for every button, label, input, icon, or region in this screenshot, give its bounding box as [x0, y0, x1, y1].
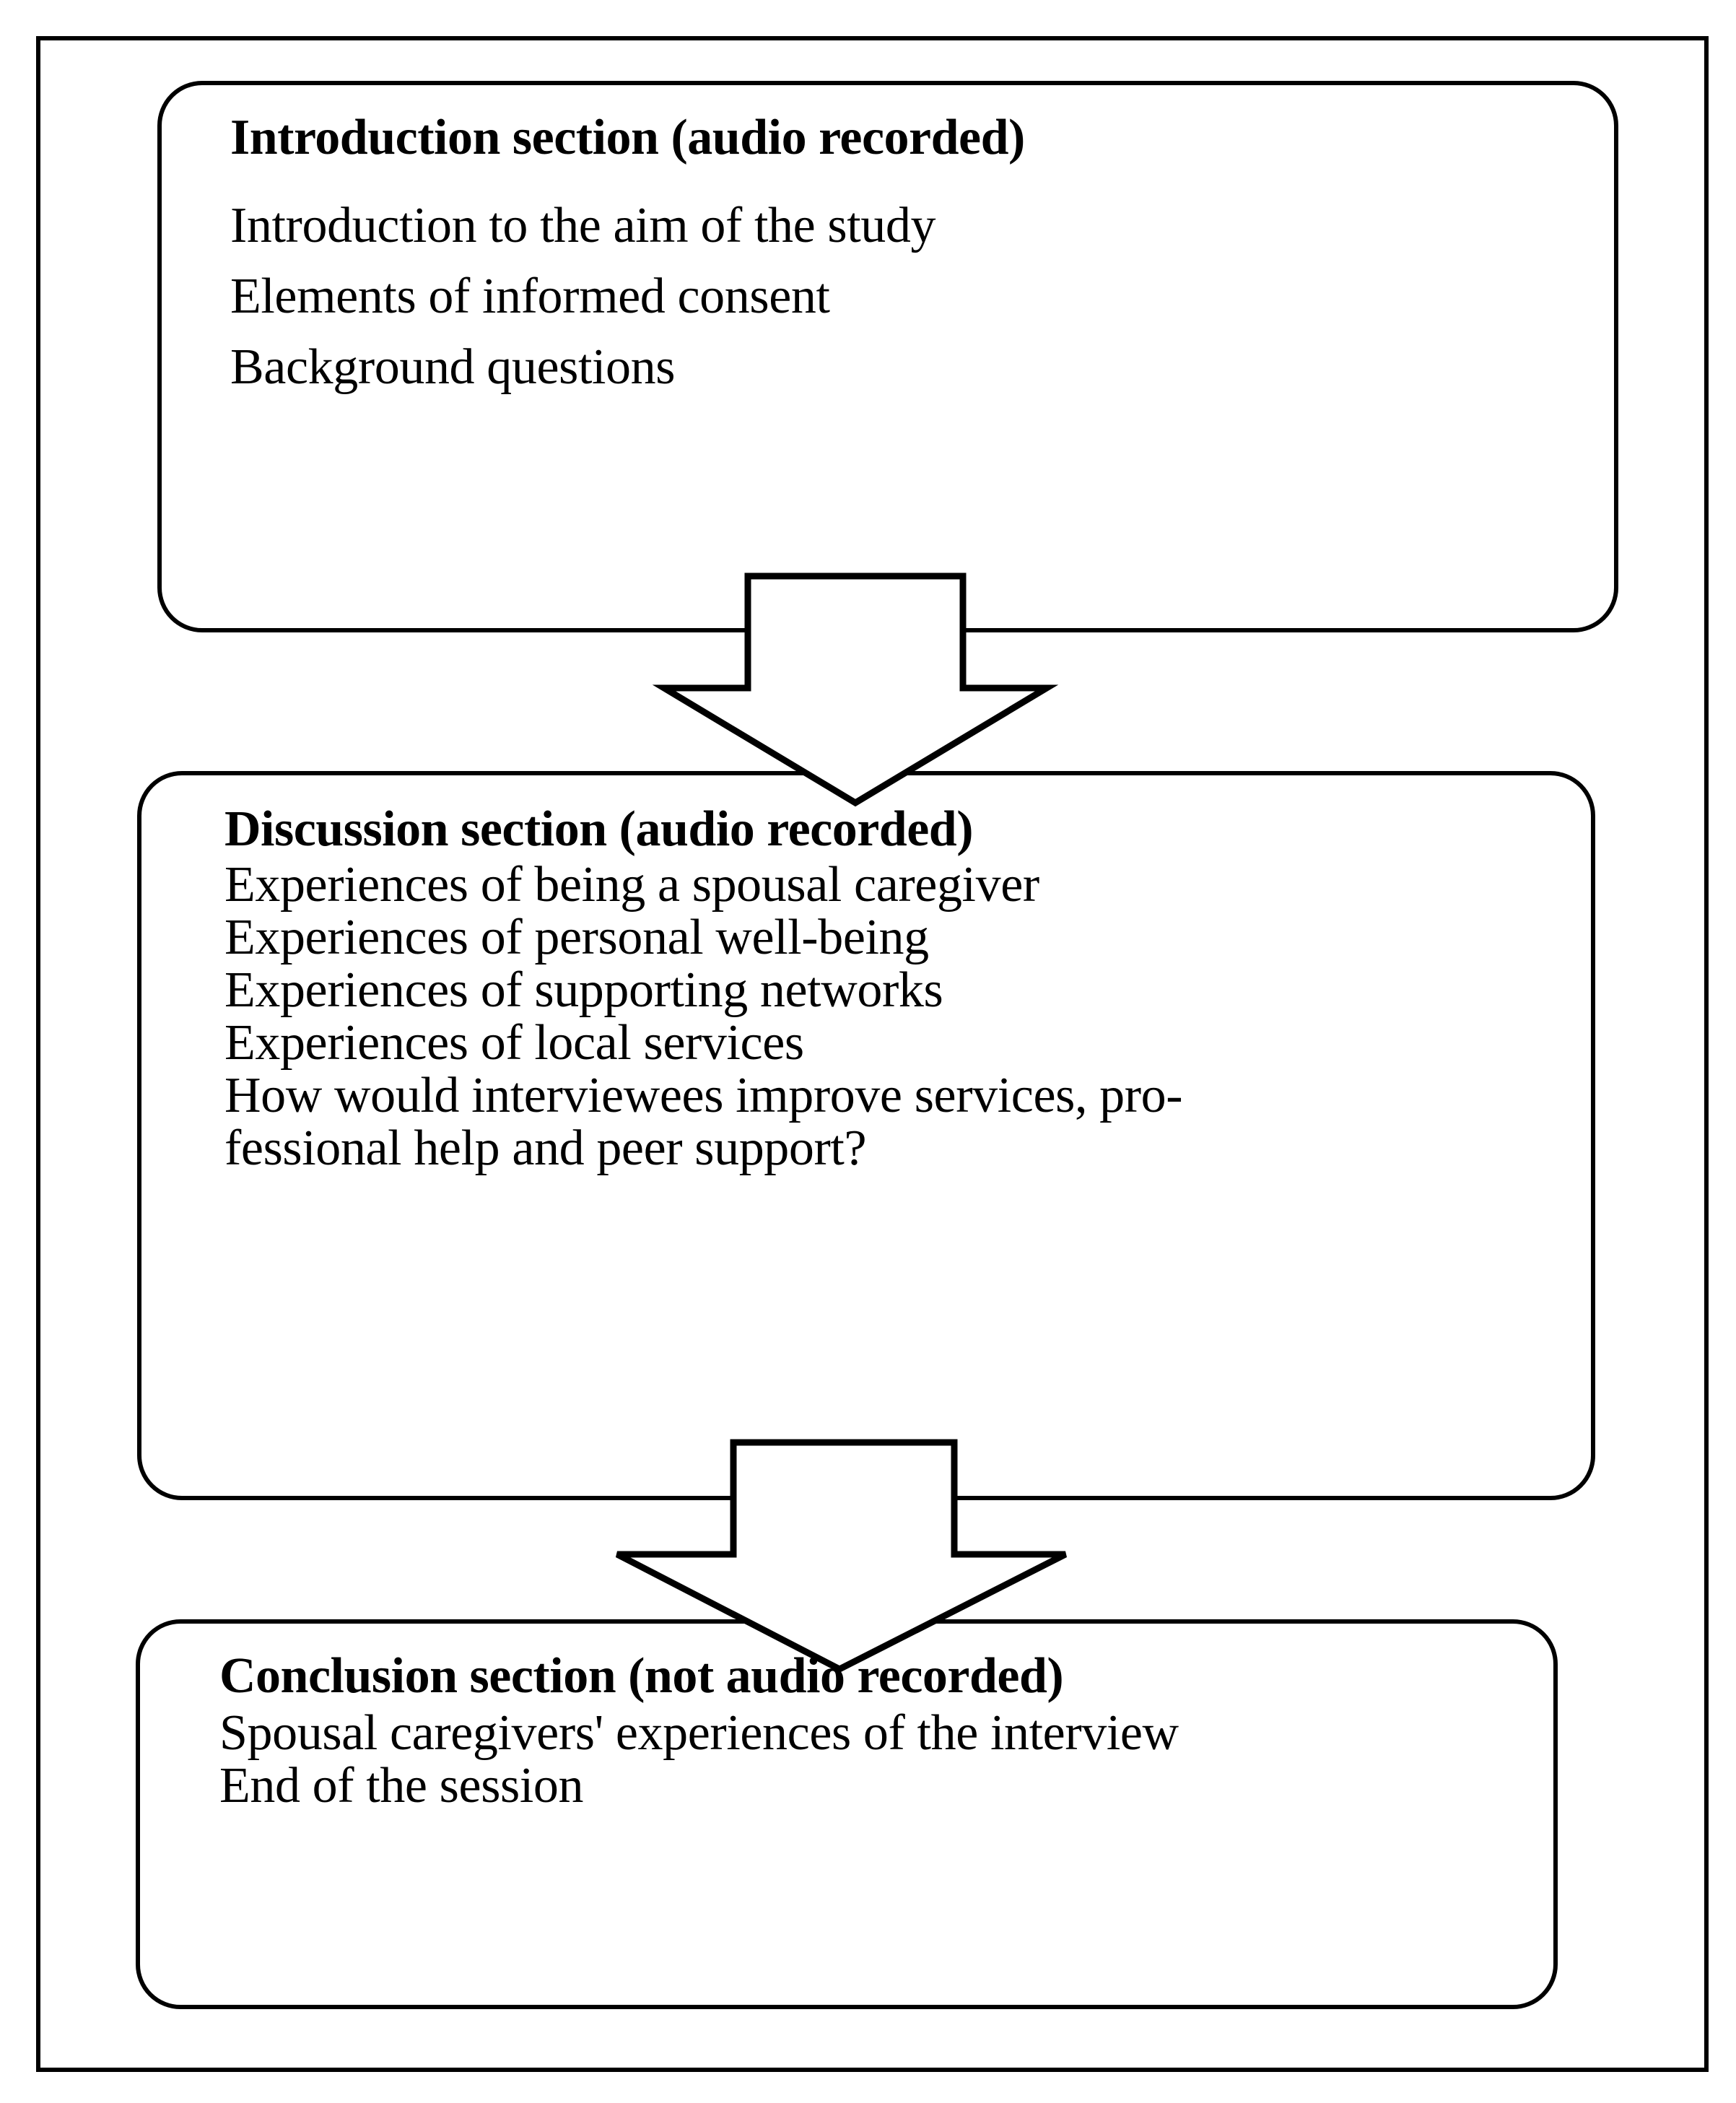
- arrow-down-shape: [652, 572, 1059, 807]
- box-introduction-title: Introduction section (audio recorded): [230, 110, 1025, 165]
- box-conclusion-line-1: Spousal caregivers' experiences of the i…: [219, 1705, 1179, 1761]
- box-conclusion-line-2: End of the session: [219, 1758, 584, 1814]
- box-introduction-line-1: Introduction to the aim of the study: [230, 198, 936, 253]
- box-discussion-line-6: fessional help and peer support?: [224, 1120, 867, 1176]
- box-discussion-title: Discussion section (audio recorded): [224, 801, 974, 857]
- arrow-down-shape: [615, 1439, 1068, 1673]
- figure-outer-border: [36, 36, 1709, 2072]
- box-conclusion-content: Conclusion section (not audio recorded) …: [140, 1624, 1553, 2005]
- box-discussion-line-4: Experiences of local services: [224, 1015, 804, 1071]
- box-discussion-content: Discussion section (audio recorded) Expe…: [141, 775, 1591, 1496]
- box-discussion-line-2: Experiences of personal well-being: [224, 910, 929, 965]
- flow-box-discussion: Discussion section (audio recorded) Expe…: [137, 771, 1595, 1500]
- flow-box-conclusion: Conclusion section (not audio recorded) …: [136, 1619, 1558, 2009]
- box-introduction-line-2: Elements of informed consent: [230, 269, 830, 324]
- box-discussion-line-3: Experiences of supporting networks: [224, 962, 943, 1018]
- arrow-down-icon-introduction-to-discussion: [652, 572, 1059, 807]
- arrow-down-icon-discussion-to-conclusion: [615, 1439, 1068, 1673]
- flow-box-introduction: Introduction section (audio recorded) In…: [157, 81, 1618, 632]
- box-introduction-line-3: Background questions: [230, 339, 676, 395]
- box-conclusion-title: Conclusion section (not audio recorded): [219, 1648, 1064, 1704]
- box-discussion-line-1: Experiences of being a spousal caregiver: [224, 857, 1039, 913]
- box-introduction-content: Introduction section (audio recorded) In…: [162, 85, 1614, 628]
- box-discussion-line-5: How would interviewees improve services,…: [224, 1068, 1183, 1123]
